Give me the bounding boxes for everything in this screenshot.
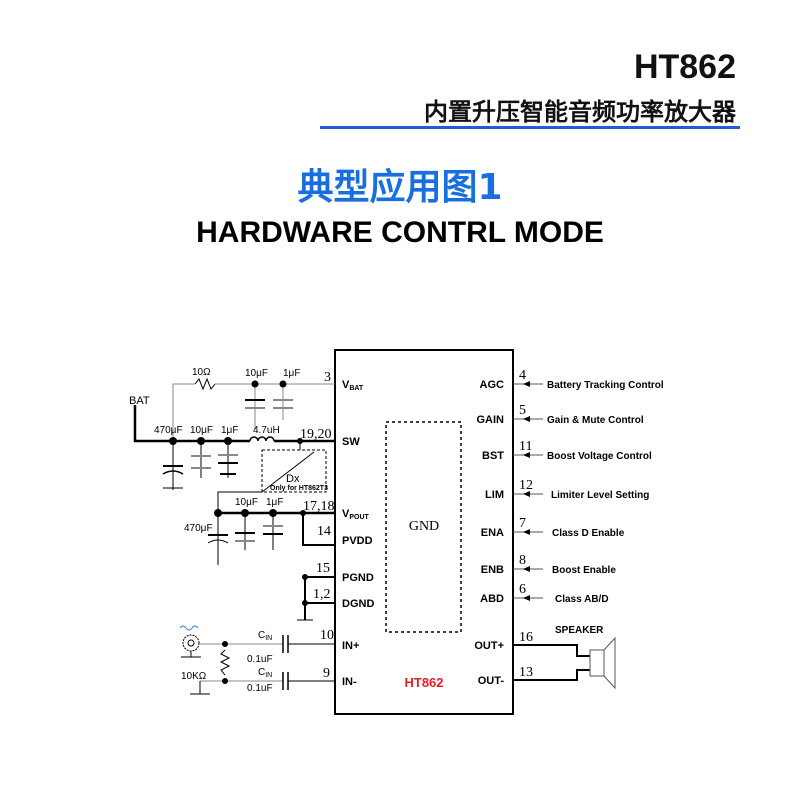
pin-num: 3 (324, 370, 331, 385)
pin-agc: AGC (480, 379, 505, 391)
arrow-icon (523, 381, 530, 387)
cap-label: 1μF (266, 497, 283, 508)
product-subtitle: 内置升压智能音频功率放大器 (424, 98, 736, 126)
pin-num: 16 (519, 630, 533, 645)
pin-dgnd: DGND (342, 598, 374, 610)
pin-num: 14 (317, 524, 331, 539)
control-label: Boost Enable (552, 565, 616, 576)
pin-num: 6 (519, 582, 526, 597)
pin-abd: ABD (480, 593, 504, 605)
speaker-label: SPEAKER (555, 625, 604, 636)
bat-label: BAT (129, 395, 150, 407)
arrow-icon (523, 416, 530, 422)
pin-num: 12 (519, 478, 533, 493)
header-divider (320, 126, 740, 129)
control-label: Boost Voltage Control (547, 451, 652, 462)
pin-out-: OUT- (478, 675, 505, 687)
cap-label: 1μF (221, 425, 238, 436)
pin-num: 13 (519, 665, 533, 680)
cin-value: 0.1uF (247, 654, 273, 665)
mode-title: HARDWARE CONTRL MODE (196, 216, 604, 249)
arrow-icon (523, 452, 530, 458)
resistor-label: 10Ω (192, 367, 211, 378)
chip-name: HT862 (404, 675, 443, 690)
cap-label: 10μF (190, 425, 213, 436)
pin-num: 1,2 (313, 587, 331, 602)
diode-label: Dx (286, 473, 300, 485)
pin-ena: ENA (481, 527, 504, 539)
pin-vbat: VBAT (342, 379, 364, 392)
arrow-icon (523, 566, 530, 572)
pin-num: 15 (316, 561, 330, 576)
pin-vpout: VPOUT (342, 508, 370, 521)
pin-num: 8 (519, 553, 526, 568)
gnd-pad (385, 421, 462, 633)
component-labels: BAT 10Ω 10μF 1μF 470μF 10μF 1μF 4.7uH Dx… (129, 367, 604, 694)
input-resistor-label: 10KΩ (181, 671, 207, 682)
pin-out+: OUT+ (474, 640, 504, 652)
control-label: Class AB/D (555, 594, 609, 605)
pin-num: 4 (519, 368, 526, 383)
pin-bst: BST (482, 450, 504, 462)
left-pin-labels: VBAT SW VPOUT PVDD PGND DGND IN+ IN- 3 1… (300, 370, 374, 688)
control-label: Class D Enable (552, 528, 625, 539)
pin-num: 11 (519, 439, 532, 454)
pin-gain: GAIN (477, 414, 505, 426)
pin-pvdd: PVDD (342, 535, 373, 547)
inductor-label: 4.7uH (253, 425, 280, 436)
pin-num: 10 (320, 628, 334, 643)
figure-title: 典型应用图1 (297, 167, 503, 208)
control-label: Limiter Level Setting (551, 490, 649, 501)
pin-num: 9 (323, 666, 330, 681)
pin-num: 19,20 (300, 427, 332, 442)
pin-pgnd: PGND (342, 572, 374, 584)
pin-num: 5 (519, 403, 526, 418)
cin-value: 0.1uF (247, 683, 273, 694)
arrow-icon (523, 595, 530, 601)
control-label: Battery Tracking Control (547, 380, 664, 391)
arrow-icon (523, 491, 530, 497)
product-title: HT862 (633, 48, 736, 86)
cap-label: 10μF (245, 368, 268, 379)
cap-label: 470μF (184, 523, 213, 534)
pin-num: 17,18 (303, 499, 335, 514)
svg-text:CIN: CIN (258, 667, 272, 679)
diode-note: Only for HT862T3 (270, 485, 328, 492)
cap-label: 470μF (154, 425, 183, 436)
pin-in-plus: IN+ (342, 640, 359, 652)
pin-num: 7 (519, 516, 526, 531)
pin-sw: SW (342, 436, 360, 448)
gnd-label: GND (409, 519, 439, 534)
pin-enb: ENB (481, 564, 504, 576)
pin-in-minus: IN- (342, 676, 357, 688)
cap-label: 1μF (283, 368, 300, 379)
arrow-icon (523, 529, 530, 535)
cap-label: 10μF (235, 497, 258, 508)
control-label: Gain & Mute Control (547, 415, 644, 426)
pin-lim: LIM (485, 489, 504, 501)
svg-text:CIN: CIN (258, 630, 272, 642)
